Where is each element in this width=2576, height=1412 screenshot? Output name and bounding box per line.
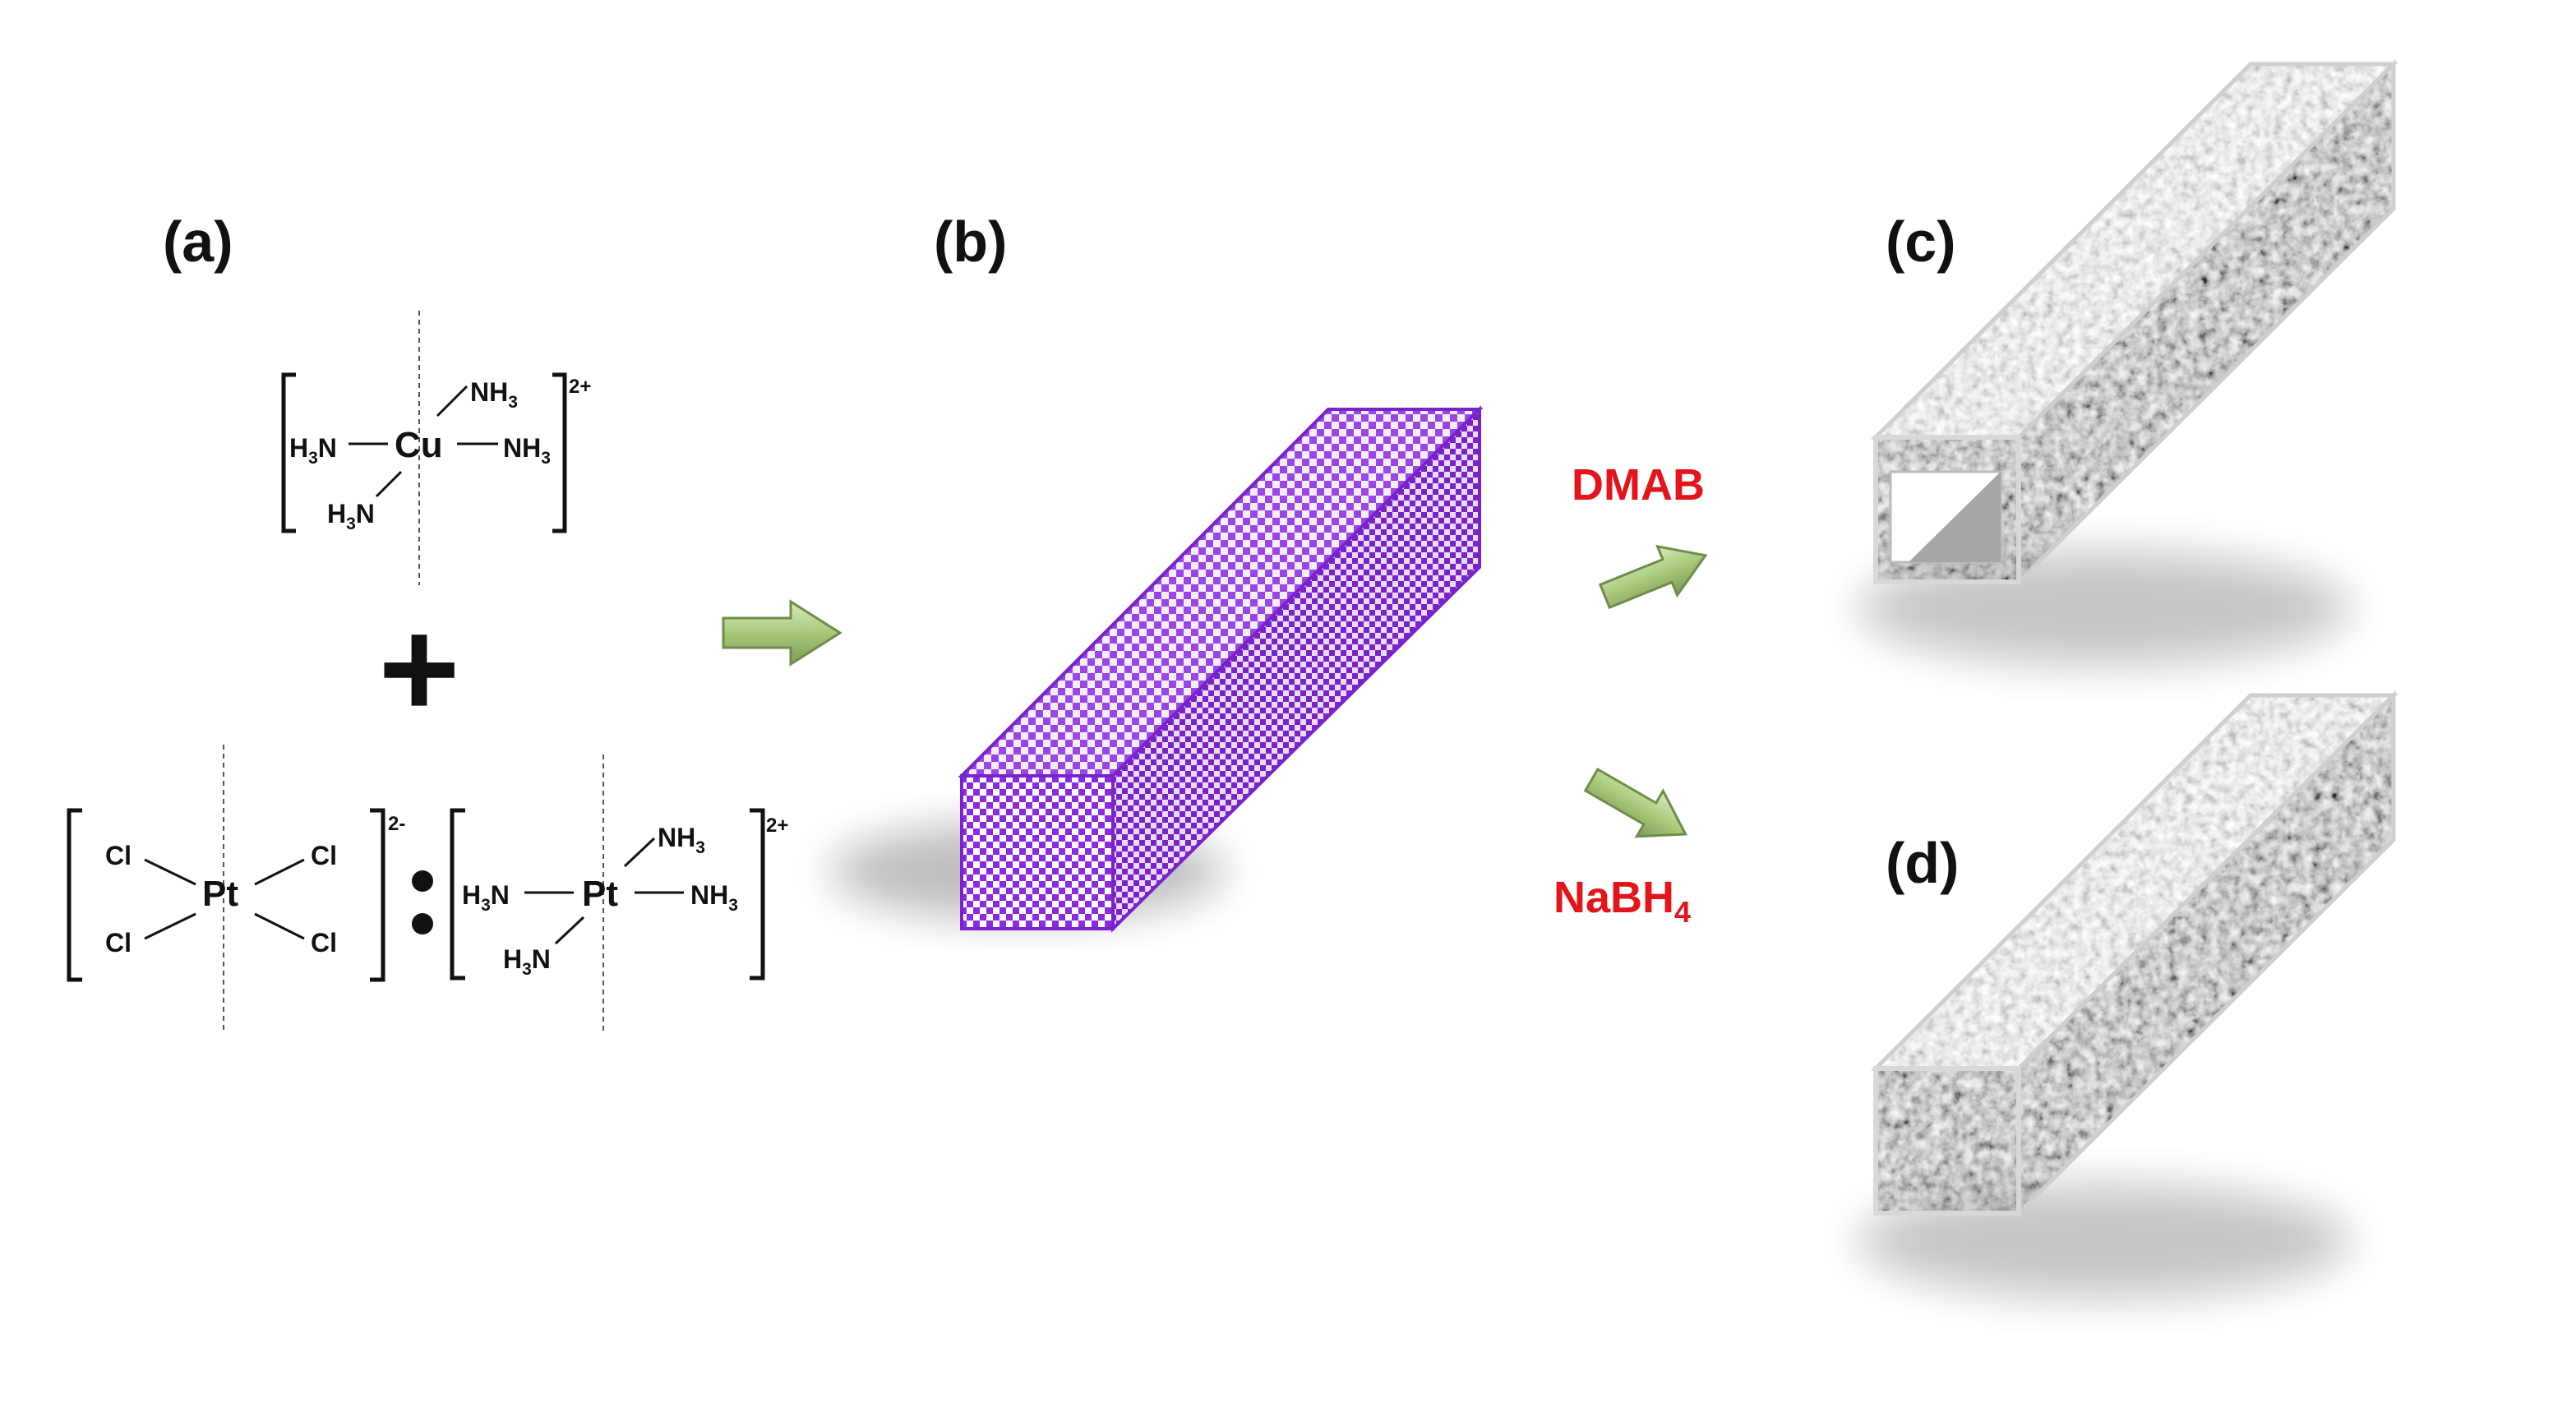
hollow-nanotube — [1858, 58, 2399, 666]
left-bracket — [281, 372, 296, 533]
cl-upper-right: Cl — [311, 841, 337, 870]
cl-lower-left: Cl — [105, 928, 132, 957]
bond-top — [623, 837, 656, 868]
left-bracket — [67, 808, 82, 982]
solid-nanostructured-rod — [1858, 690, 2399, 1299]
platinum-tetraammine-complex: Pt H3N NH3 NH3 H3N 2+ — [450, 754, 788, 1031]
ligand-left: H3N — [289, 433, 337, 468]
arrow-right-icon — [722, 599, 843, 667]
bond-upper-left — [144, 858, 196, 886]
cl-upper-left: Cl — [105, 841, 132, 870]
ligand-left: H3N — [462, 880, 510, 915]
bond-top — [436, 385, 469, 418]
charge: 2+ — [569, 376, 591, 398]
tube-inner-wall — [1909, 472, 2001, 562]
arrow-down-right-icon — [1583, 767, 1688, 838]
cu-metal: Cu — [395, 425, 443, 465]
bond-lower-left — [144, 912, 196, 940]
ligand-right: NH3 — [690, 880, 738, 915]
charge: 2- — [388, 813, 405, 835]
right-bracket — [552, 372, 567, 533]
reagent-dmab: DMAB — [1572, 460, 1705, 510]
charge: 2+ — [766, 814, 788, 837]
bond-lower-right — [254, 912, 305, 940]
panel-label-b: (b) — [934, 210, 1007, 274]
ligand-top: NH3 — [658, 823, 705, 857]
ligand-right: NH3 — [503, 433, 551, 468]
ligand-bottom: H3N — [503, 944, 551, 979]
bond-upper-right — [254, 858, 305, 886]
left-bracket — [450, 808, 465, 981]
tetrachloroplatinate-complex: Pt Cl Cl Cl Cl 2- — [67, 745, 405, 1031]
arrow-up-right-icon — [1598, 544, 1708, 610]
purple-template-rod — [830, 405, 1484, 933]
rod-front-face — [960, 774, 1115, 930]
right-bracket — [370, 808, 385, 982]
copper-tetraammine-complex: Cu H3N NH3 NH3 H3N 2+ — [281, 311, 591, 585]
ligand-top: NH3 — [470, 377, 518, 412]
right-bracket — [750, 808, 765, 981]
panel-label-a: (a) — [163, 210, 233, 274]
panel-label-c: (c) — [1886, 210, 1956, 274]
pt-metal: Pt — [202, 874, 238, 914]
pt-metal: Pt — [582, 874, 618, 914]
cl-lower-right: Cl — [311, 928, 337, 957]
colon-dot-upper — [412, 870, 433, 892]
ligand-bottom: H3N — [327, 499, 375, 533]
bond-bottom — [375, 470, 403, 498]
reagent-nabh4: NaBH4 — [1553, 873, 1691, 929]
salt-colon — [412, 870, 433, 934]
panel-label-d: (d) — [1886, 831, 1959, 895]
bond-bottom — [554, 916, 585, 945]
colon-dot-lower — [412, 913, 433, 934]
plus-sign: + — [378, 591, 459, 747]
